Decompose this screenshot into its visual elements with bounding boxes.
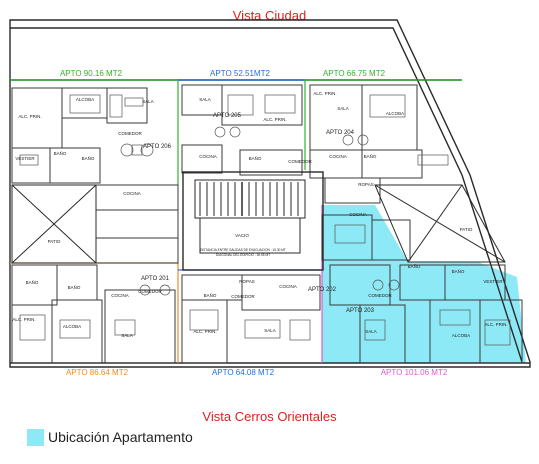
room-alc-prin-202: ALC. PRIN.: [193, 329, 216, 334]
room-alcoba-203: ALCOBA: [452, 333, 470, 338]
room-vestier-203: VESTIER: [483, 279, 503, 284]
room-bano-204: BAÑO: [364, 153, 377, 159]
room-cocina-206: COCINA: [123, 191, 141, 196]
room-bano-201a: BAÑO: [26, 279, 39, 285]
area-apto-204: APTO 66.75 MT2: [323, 69, 386, 78]
evacuation-note-1: DISTANCIA ENTRE SALIDAS DE EVACUACION : …: [200, 248, 286, 252]
room-bano-202: BAÑO: [204, 292, 217, 298]
room-alc-prin-203: ALC. PRIN.: [484, 322, 507, 327]
room-bano-206b: BAÑO: [82, 155, 95, 161]
room-patio-left: PATIO: [48, 239, 61, 244]
room-sala-206: SALA: [142, 99, 154, 104]
area-apto-203: APTO 101.06 MT2: [381, 368, 448, 377]
room-alc-prin-201: ALC. PRIN.: [12, 317, 35, 322]
unit-apto-206: APTO 206: [143, 144, 172, 150]
room-sala-202: SALA: [264, 328, 276, 333]
area-apto-206: APTO 90.16 MT2: [60, 69, 123, 78]
room-bano-205: BAÑO: [249, 155, 262, 161]
legend: Ubicación Apartamento: [27, 428, 193, 446]
room-bano-203a: BAÑO: [408, 263, 421, 269]
legend-label: Ubicación Apartamento: [48, 429, 193, 445]
room-alc-prin-204: ALC. PRIN.: [313, 91, 336, 96]
room-vestier-206: VESTIER: [15, 156, 35, 161]
unit-apto-201: APTO 201: [141, 276, 170, 282]
unit-apto-205: APTO 205: [213, 113, 242, 119]
room-ropas-204: ROPAS: [358, 182, 373, 187]
unit-apto-203: APTO 203: [346, 308, 375, 314]
highlighted-apartment: [322, 205, 526, 363]
room-comedor-203: COMEDOR: [368, 293, 392, 298]
room-comedor-202: COMEDOR: [231, 294, 255, 299]
room-alcoba-206: ALCOBA: [76, 97, 94, 102]
stair-core: [182, 171, 324, 271]
room-alc-prin-205: ALC. PRIN.: [263, 117, 286, 122]
room-vacio: VACIO: [235, 233, 249, 238]
view-hills-title: Vista Cerros Orientales: [202, 409, 337, 424]
evacuation-note-2: DIAGONAL DEL EDIFICIO : 30.95 MT: [216, 253, 270, 257]
furniture: [19, 94, 511, 346]
view-city-title: Vista Ciudad: [232, 8, 307, 23]
unit-apto-204: APTO 204: [326, 130, 355, 136]
room-comedor-206: COMEDOR: [118, 131, 142, 136]
room-bano-203b: BAÑO: [452, 268, 465, 274]
room-bano-206a: BAÑO: [54, 150, 67, 156]
room-ropas-202: ROPAS: [239, 279, 254, 284]
room-cocina-205: COCINA: [199, 154, 217, 159]
room-comedor-204: COMEDOR: [288, 159, 312, 164]
room-sala-205: SALA: [199, 97, 211, 102]
room-comedor-201: COMEDOR: [138, 289, 162, 294]
legend-swatch: [27, 428, 44, 446]
room-sala-203: SALA: [365, 329, 377, 334]
room-patio-right: PATIO: [460, 227, 473, 232]
area-apto-201: APTO 86.64 MT2: [66, 368, 129, 377]
area-apto-202: APTO 64.08 MT2: [212, 368, 275, 377]
room-alcoba-204: ALCOBA: [386, 111, 404, 116]
room-sala-201: SALA: [121, 333, 133, 338]
room-alc-prin-206: ALC. PRIN.: [18, 114, 41, 119]
unit-apto-202: APTO 202: [308, 287, 337, 293]
patios: [11, 184, 506, 264]
room-cocina-202: COCINA: [279, 284, 297, 289]
room-cocina-204: COCINA: [329, 154, 347, 159]
room-cocina-201: COCINA: [111, 293, 129, 298]
room-bano-201b: BAÑO: [68, 284, 81, 290]
room-sala-204: SALA: [337, 106, 349, 111]
area-apto-205: APTO 52.51MT2: [210, 69, 270, 78]
room-alcoba-201: ALCOBA: [63, 324, 81, 329]
room-cocina-203: COCINA: [349, 212, 367, 217]
